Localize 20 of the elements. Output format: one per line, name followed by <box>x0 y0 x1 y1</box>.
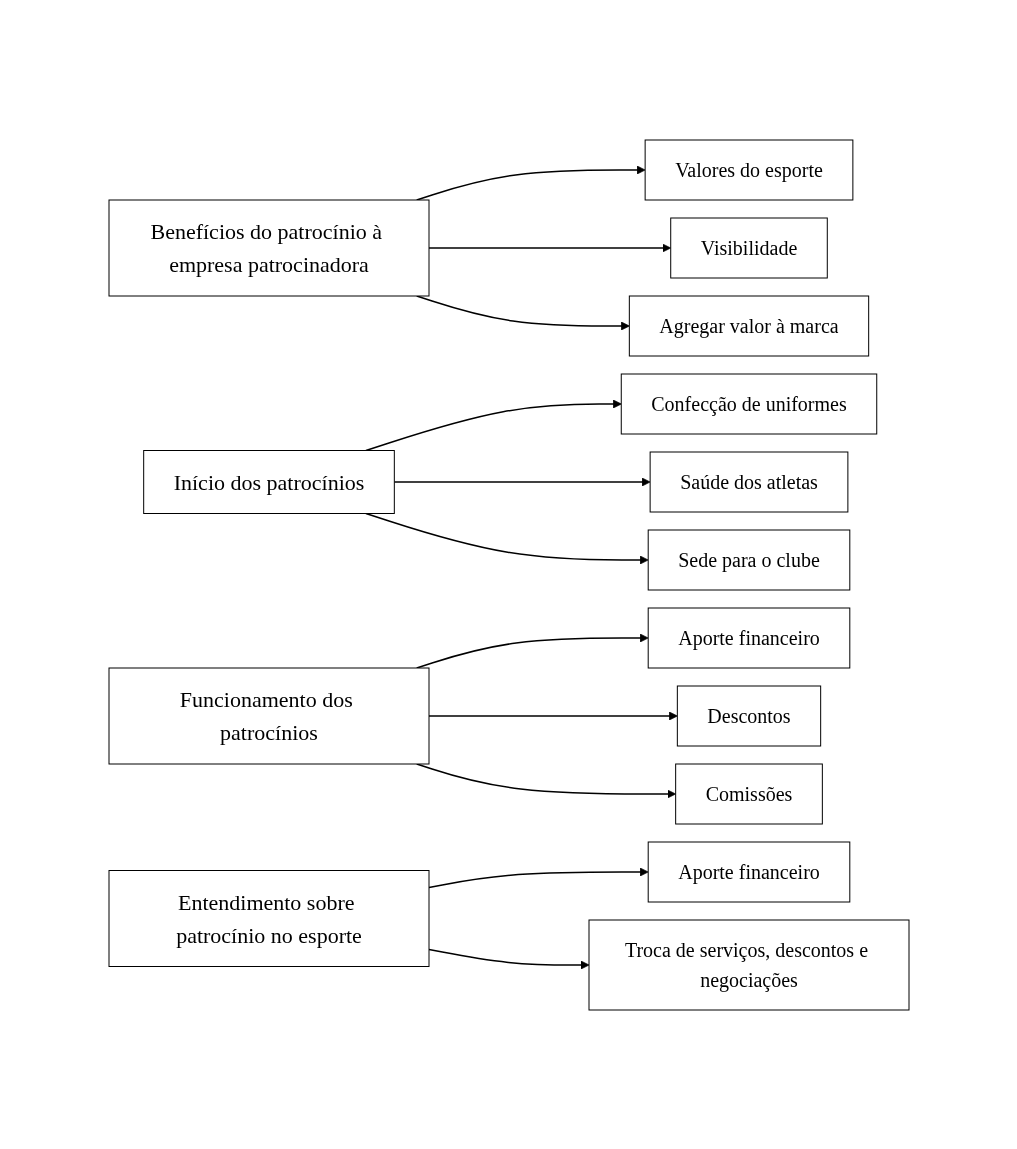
node-box: Funcionamento dos patrocínios <box>108 667 429 764</box>
arrow <box>393 477 651 486</box>
node-box: Agregar valor à marca <box>628 295 869 356</box>
arrow <box>427 243 671 252</box>
arrow <box>427 867 649 888</box>
node-box: Início dos patrocínios <box>142 449 395 514</box>
node-box: Aporte financeiro <box>647 607 850 668</box>
node-box: Aporte financeiro <box>647 841 850 902</box>
node-box: Troca de serviços, descontos e negociações <box>588 919 909 1010</box>
arrow <box>427 948 589 969</box>
arrow <box>427 711 678 720</box>
node-box: Valores do esporte <box>644 139 853 200</box>
node-box: Entendimento sobre patrocínio no esporte <box>108 869 429 967</box>
node-box: Visibilidade <box>669 217 828 278</box>
node-box: Descontos <box>676 685 821 746</box>
node-box: Benefícios do patrocínio à empresa patrocinadora <box>108 199 429 296</box>
node-box: Saúde dos atletas <box>649 451 848 512</box>
node-box: Confecção de uniformes <box>620 373 877 434</box>
node-box: Comissões <box>674 763 823 824</box>
node-box: Sede para o clube <box>647 529 850 590</box>
